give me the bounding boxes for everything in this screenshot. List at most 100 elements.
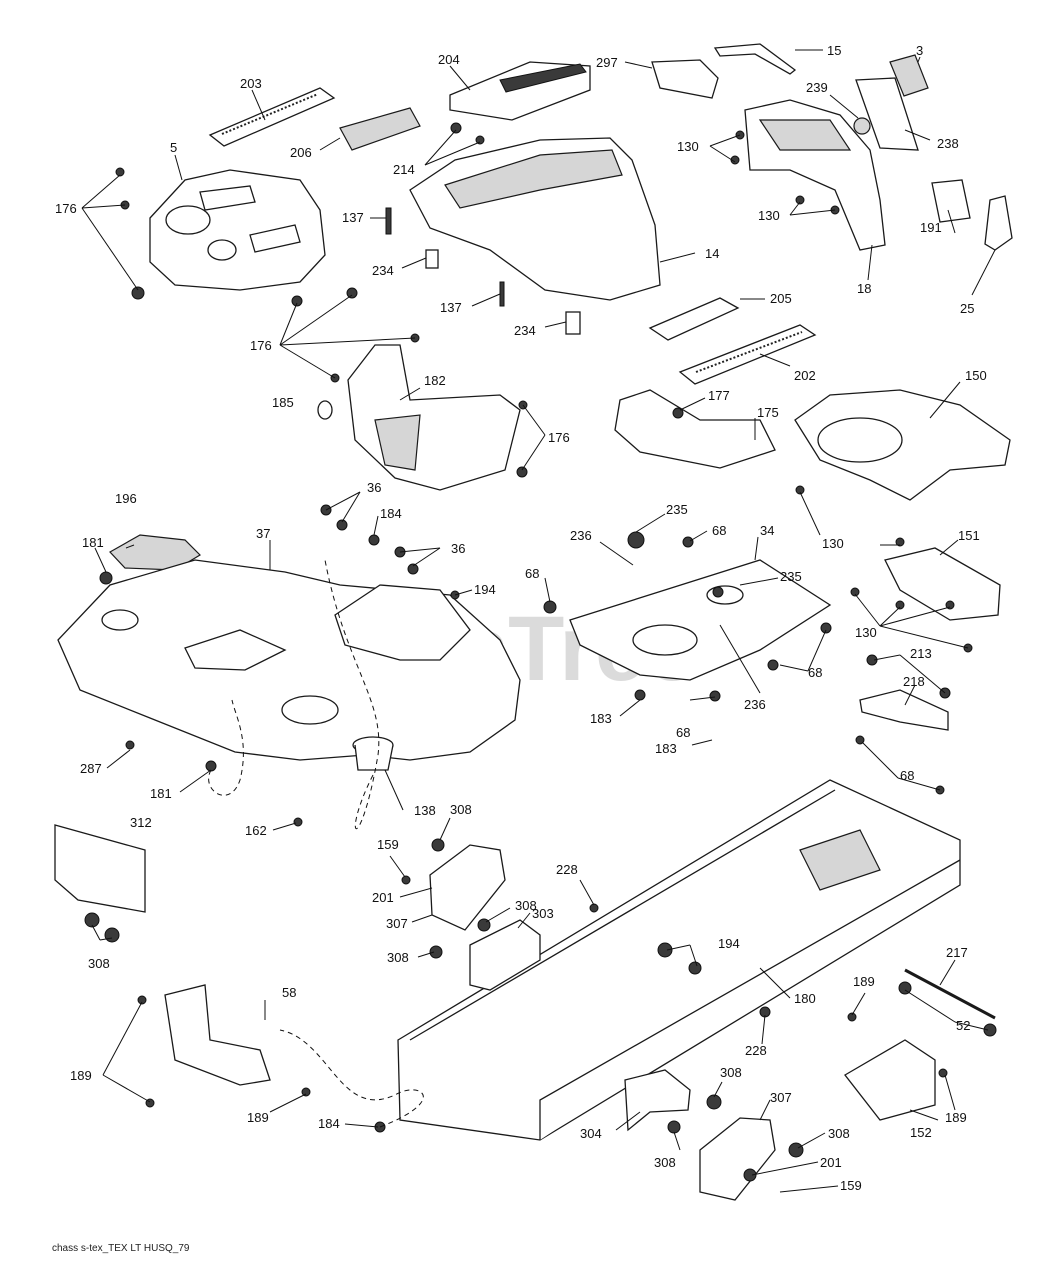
callout-213: 213 [910,646,932,661]
callout-307-b: 307 [770,1090,792,1105]
part-312-shield[interactable] [54,824,146,913]
callout-189-d: 189 [945,1110,967,1125]
part-5-dash-panel[interactable] [149,169,326,291]
callout-194-a: 194 [474,582,496,597]
callout-287: 287 [80,761,102,776]
callout-185: 185 [272,395,294,410]
callout-137-b: 137 [440,300,462,315]
part-151-bracket[interactable] [884,547,1001,621]
callout-130-a: 130 [677,139,699,154]
callout-194-b: 194 [718,936,740,951]
part-182-front-panel[interactable] [347,344,521,491]
callout-205: 205 [770,291,792,306]
part-304-bracket[interactable] [624,1069,691,1132]
part-130-fender-shroud[interactable] [744,99,886,251]
part-3-badge[interactable] [889,54,929,97]
callout-189-c: 189 [247,1110,269,1125]
callout-181-a: 181 [82,535,104,550]
part-191-block[interactable] [931,179,971,223]
part-152-guard[interactable] [844,1039,936,1121]
part-15-trim-strip[interactable] [713,43,797,75]
part-137-pin-lower[interactable] [499,281,505,307]
callout-137-a: 137 [342,210,364,225]
callout-180: 180 [794,991,816,1006]
part-307-bracket-lower[interactable] [699,1117,776,1201]
callout-218: 218 [903,674,925,689]
callout-235-a: 235 [666,502,688,517]
part-218-bracket[interactable] [859,689,949,731]
callout-176-b: 176 [250,338,272,353]
part-217-rod[interactable] [904,968,996,1020]
callout-308-c: 308 [387,950,409,965]
callout-184-b: 184 [318,1116,340,1131]
callout-15: 15 [827,43,841,58]
callout-191: 191 [920,220,942,235]
callout-176-c: 176 [548,430,570,445]
callout-189-b: 189 [70,1068,92,1083]
part-175-bracket[interactable] [614,389,776,469]
callout-312: 312 [130,815,152,830]
callout-68-c: 68 [808,665,822,680]
part-25-clip[interactable] [984,195,1013,251]
part-185-bushing[interactable] [317,400,333,420]
part-180-frame[interactable] [397,779,961,1141]
callout-206: 206 [290,145,312,160]
dashed-link-184 [279,1029,424,1128]
callout-196: 196 [115,491,137,506]
callout-5: 5 [170,140,177,155]
callout-177: 177 [708,388,730,403]
part-37-fender[interactable] [57,559,521,761]
callout-130-d: 130 [855,625,877,640]
part-206-bracket[interactable] [339,107,421,151]
callout-130-c: 130 [822,536,844,551]
callout-189-a: 189 [853,974,875,989]
callout-307-a: 307 [386,916,408,931]
callout-3: 3 [916,43,923,58]
callout-217: 217 [946,945,968,960]
callout-304: 304 [580,1126,602,1141]
callout-68-e: 68 [900,768,914,783]
part-205-trim[interactable] [648,297,740,341]
callout-202: 202 [794,368,816,383]
dashed-link-181 [208,699,244,796]
part-297-block[interactable] [651,59,719,99]
part-14-hood[interactable] [409,137,661,301]
callout-238: 238 [937,136,959,151]
part-137-pin-upper[interactable] [385,207,392,235]
callout-228-b: 228 [745,1043,767,1058]
callout-150: 150 [965,368,987,383]
callout-308-b: 308 [515,898,537,913]
callout-182: 182 [424,373,446,388]
part-303-bracket[interactable] [469,919,541,991]
part-238-side-panel[interactable] [855,77,919,151]
callout-36-a: 36 [367,480,381,495]
part-234-tab-lower[interactable] [565,311,581,335]
callout-175: 175 [757,405,779,420]
callout-183-a: 183 [590,711,612,726]
callout-303: 303 [532,906,554,921]
callout-176-a: 176 [55,201,77,216]
part-58-bracket[interactable] [164,984,271,1086]
part-202-vent-grille[interactable] [678,324,817,385]
callout-204: 204 [438,52,460,67]
callout-201-a: 201 [372,890,394,905]
callout-34: 34 [760,523,774,538]
callout-130-b: 130 [758,208,780,223]
part-138-seal[interactable] [352,736,394,771]
part-196-cover[interactable] [109,534,201,571]
callout-18: 18 [857,281,871,296]
callout-308-f: 308 [828,1126,850,1141]
callout-239: 239 [806,80,828,95]
callout-308-d: 308 [88,956,110,971]
part-203-vent-grille[interactable] [208,87,336,147]
callout-68-d: 68 [676,725,690,740]
callout-25: 25 [960,301,974,316]
part-234-tab-upper[interactable] [425,249,439,269]
part-34-mounting-plate[interactable] [569,559,832,681]
part-204-hood-cover[interactable] [449,61,591,121]
callout-183-b: 183 [655,741,677,756]
drawing-id-footer: chass s-tex_TEX LT HUSQ_79 [52,1243,190,1254]
part-150-shroud[interactable] [794,389,1011,501]
callout-68-b: 68 [525,566,539,581]
part-239-knob[interactable] [853,117,871,135]
